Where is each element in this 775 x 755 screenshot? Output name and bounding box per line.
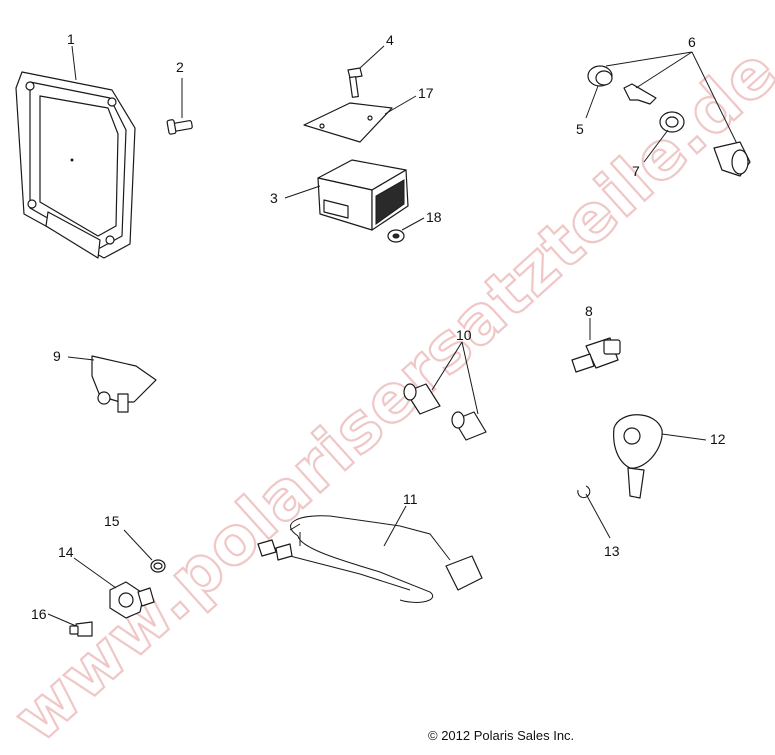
callout-2: 2: [176, 59, 184, 75]
part-18-grommet: [387, 229, 405, 243]
part-9-map-sensor: [91, 355, 157, 413]
part-3-regulator: [317, 159, 409, 231]
callout-1: 1: [67, 31, 75, 47]
callout-13: 13: [604, 543, 620, 559]
callout-7: 7: [632, 163, 640, 179]
callout-14: 14: [58, 544, 74, 560]
part-6-clip: [623, 83, 657, 105]
part-1-ecu: [15, 71, 136, 259]
copyright-notice: © 2012 Polaris Sales Inc.: [428, 728, 575, 743]
callout-10: 10: [456, 327, 472, 343]
callout-9: 9: [53, 348, 61, 364]
part-11-harness: [257, 515, 483, 603]
part-12-knock-sensor: [613, 414, 663, 499]
callout-18: 18: [426, 209, 442, 225]
part-8-temp-sensor: [571, 337, 621, 373]
callout-3: 3: [270, 190, 278, 206]
callout-17: 17: [418, 85, 434, 101]
part-7-seal: [659, 111, 685, 133]
part-15-o-ring: [150, 559, 166, 573]
part-6-sensor-body: [713, 141, 751, 177]
part-4-screw: [347, 67, 363, 98]
part-10-connectors: [403, 383, 487, 441]
callout-16: 16: [31, 606, 47, 622]
part-13-clip: [577, 485, 591, 499]
callout-5: 5: [576, 121, 584, 137]
part-17-gasket: [303, 102, 393, 143]
callout-6: 6: [688, 34, 696, 50]
callout-11: 11: [403, 491, 418, 507]
callout-8: 8: [585, 303, 593, 319]
callout-4: 4: [386, 32, 394, 48]
part-2-bolt: [166, 119, 193, 135]
callout-12: 12: [710, 431, 726, 447]
callout-15: 15: [104, 513, 120, 529]
part-16-bolt: [69, 621, 93, 637]
part-14-cam-sensor: [109, 581, 155, 619]
part-5-sensor: [587, 65, 613, 87]
